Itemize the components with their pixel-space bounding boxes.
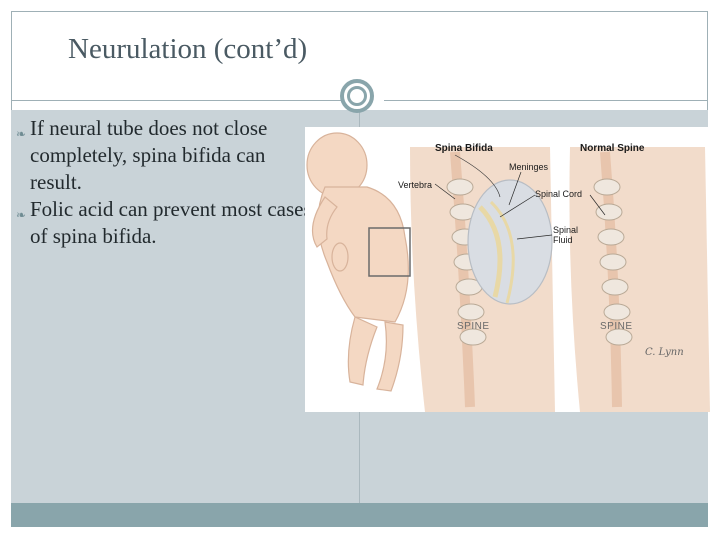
label-spine-right: SPINE — [600, 321, 633, 332]
infant-figure — [306, 132, 409, 392]
title-area: Neurulation (cont’d) — [11, 11, 708, 100]
label-meninges: Meninges — [509, 162, 549, 172]
footer-band — [11, 503, 708, 527]
artist-signature: C. Lynn — [645, 347, 684, 358]
label-spinal-fluid-line1: Spinal — [553, 225, 579, 235]
spina-bifida-panel — [410, 147, 555, 412]
label-spinal-cord: Spinal Cord — [535, 189, 583, 199]
leaf-bullet-icon: ❧ — [16, 127, 27, 141]
slide-title: Neurulation (cont’d) — [68, 33, 308, 65]
illustration-drawing — [306, 132, 710, 412]
title-rule-right — [384, 100, 708, 101]
bullet-list: ❧ If neural tube does not close complete… — [16, 115, 316, 250]
spina-bifida-illustration: Spina Bifida Normal Spine Meninges Verte… — [305, 127, 720, 412]
circle-ornament-icon — [340, 79, 374, 113]
bullet-text: If neural tube does not close completely… — [30, 116, 268, 194]
bullet-text: Folic acid can prevent most cases of spi… — [30, 197, 312, 248]
title-rule-left — [11, 100, 341, 101]
bullet-item: ❧ Folic acid can prevent most cases of s… — [16, 196, 316, 250]
normal-spine-panel — [569, 147, 710, 412]
heading-spina-bifida: Spina Bifida — [435, 143, 493, 154]
leaf-bullet-icon: ❧ — [16, 208, 27, 222]
bullet-item: ❧ If neural tube does not close complete… — [16, 115, 316, 196]
label-spine-left: SPINE — [457, 321, 490, 332]
label-spinal-fluid-line2: Fluid — [553, 235, 573, 245]
leader-lines — [434, 171, 606, 240]
label-vertebra: Vertebra — [398, 180, 433, 190]
heading-normal-spine: Normal Spine — [580, 143, 645, 154]
zoom-box — [368, 227, 411, 277]
